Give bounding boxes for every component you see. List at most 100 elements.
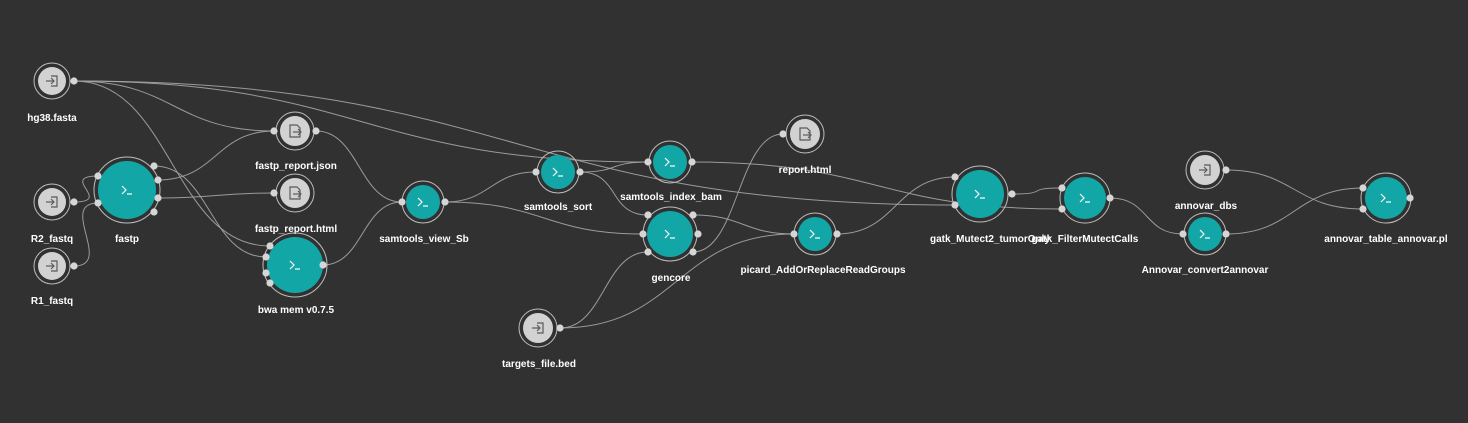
input-port[interactable]: [398, 198, 406, 206]
input-port[interactable]: [1359, 184, 1367, 192]
edge-gencore-to-picard: [692, 214, 795, 235]
input-port[interactable]: [951, 173, 959, 181]
output-port[interactable]: [576, 168, 584, 176]
output-port[interactable]: [70, 262, 78, 270]
node-body: [267, 237, 323, 293]
edge-view-to-sort: [444, 171, 537, 203]
edge-fastp-to-fastp_json: [157, 130, 275, 181]
input-port[interactable]: [644, 211, 652, 219]
node-body: [1188, 217, 1222, 251]
edge-hg38-to-bwa: [73, 80, 271, 247]
output-port[interactable]: [556, 324, 564, 332]
output-port[interactable]: [154, 176, 162, 184]
node-ring: [33, 247, 71, 285]
output-port[interactable]: [150, 208, 158, 216]
output-port[interactable]: [1222, 230, 1230, 238]
input-port[interactable]: [266, 242, 274, 250]
node-fastp[interactable]: fastp: [93, 156, 162, 245]
node-label: R2_fastq: [31, 234, 73, 245]
edge-fastp-to-bwa: [153, 165, 267, 258]
input-port[interactable]: [1058, 184, 1066, 192]
node-sort[interactable]: samtools_sort: [524, 150, 593, 213]
input-port[interactable]: [779, 130, 787, 138]
edge-r1-to-fastp: [73, 202, 99, 267]
node-dbs[interactable]: annovar_dbs: [1175, 150, 1238, 212]
edge-hg38-to-mutect: [73, 80, 956, 206]
node-body: [98, 161, 156, 219]
node-label: gatk_FilterMutectCalls: [1032, 234, 1139, 245]
output-port[interactable]: [694, 230, 702, 238]
node-r2[interactable]: R2_fastq: [31, 183, 78, 245]
input-port[interactable]: [270, 189, 278, 197]
node-body: [653, 145, 687, 179]
input-icon: [532, 322, 544, 334]
input-port[interactable]: [262, 253, 270, 261]
node-label: hg38.fasta: [27, 113, 77, 124]
output-port[interactable]: [312, 127, 320, 135]
node-label: samtools_sort: [524, 202, 593, 213]
node-index[interactable]: samtools_index_bam: [620, 140, 722, 203]
output-port[interactable]: [688, 158, 696, 166]
edge-sort-to-gencore: [579, 171, 649, 216]
edge-sort-to-index: [579, 161, 649, 173]
node-body: [647, 211, 693, 257]
input-icon: [46, 75, 58, 87]
terminal-icon: [1199, 229, 1210, 239]
node-label: fastp: [115, 234, 139, 245]
input-port[interactable]: [644, 158, 652, 166]
node-label: gencore: [652, 273, 691, 284]
node-picard[interactable]: picard_AddOrReplaceReadGroups: [740, 212, 906, 276]
output-port[interactable]: [833, 230, 841, 238]
output-port[interactable]: [1222, 166, 1230, 174]
edge-hg38-to-index: [73, 80, 649, 163]
node-label: fastp_report.json: [255, 161, 337, 172]
output-port[interactable]: [154, 194, 162, 202]
node-report[interactable]: report.html: [779, 114, 832, 176]
output-port[interactable]: [1008, 190, 1016, 198]
output-port[interactable]: [689, 248, 697, 256]
node-convert[interactable]: Annovar_convert2annovar: [1142, 212, 1269, 276]
input-port[interactable]: [790, 230, 798, 238]
edge-fastp_json-to-view: [315, 130, 403, 203]
output-port[interactable]: [70, 77, 78, 85]
output-port[interactable]: [1406, 194, 1414, 202]
input-port[interactable]: [266, 279, 274, 287]
output-port[interactable]: [150, 162, 158, 170]
input-port[interactable]: [94, 172, 102, 180]
node-table[interactable]: annovar_table_annovar.pl: [1324, 172, 1448, 245]
input-port[interactable]: [532, 168, 540, 176]
node-filter[interactable]: gatk_FilterMutectCalls: [1032, 172, 1139, 245]
node-targets[interactable]: targets_file.bed: [502, 308, 576, 370]
input-port[interactable]: [270, 127, 278, 135]
input-port[interactable]: [639, 230, 647, 238]
output-port[interactable]: [441, 198, 449, 206]
node-label: fastp_report.html: [255, 224, 337, 235]
node-r1[interactable]: R1_fastq: [31, 247, 78, 307]
output-port[interactable]: [1106, 194, 1114, 202]
input-port[interactable]: [94, 199, 102, 207]
node-view[interactable]: samtools_view_Sb: [379, 180, 469, 245]
input-port[interactable]: [1179, 230, 1187, 238]
node-fastp_html[interactable]: fastp_report.html: [255, 173, 337, 235]
input-port[interactable]: [1058, 205, 1066, 213]
output-port[interactable]: [319, 261, 327, 269]
input-port[interactable]: [644, 248, 652, 256]
node-ring: [33, 62, 71, 100]
edge-bwa-to-view: [322, 201, 403, 266]
input-port[interactable]: [262, 269, 270, 277]
node-gencore[interactable]: gencore: [639, 206, 702, 284]
node-mutect[interactable]: gatk_Mutect2_tumorOnly: [930, 165, 1050, 245]
input-port[interactable]: [951, 201, 959, 209]
node-ring: [33, 183, 71, 221]
node-fastp_json[interactable]: fastp_report.json: [255, 111, 337, 172]
output-port[interactable]: [689, 211, 697, 219]
node-ring: [262, 232, 328, 298]
input-port[interactable]: [1359, 205, 1367, 213]
node-body: [406, 185, 440, 219]
output-port[interactable]: [70, 198, 78, 206]
node-hg38[interactable]: hg38.fasta: [27, 62, 78, 124]
node-bwa[interactable]: bwa mem v0.7.5: [258, 232, 335, 316]
edge-targets-to-picard: [559, 233, 795, 329]
